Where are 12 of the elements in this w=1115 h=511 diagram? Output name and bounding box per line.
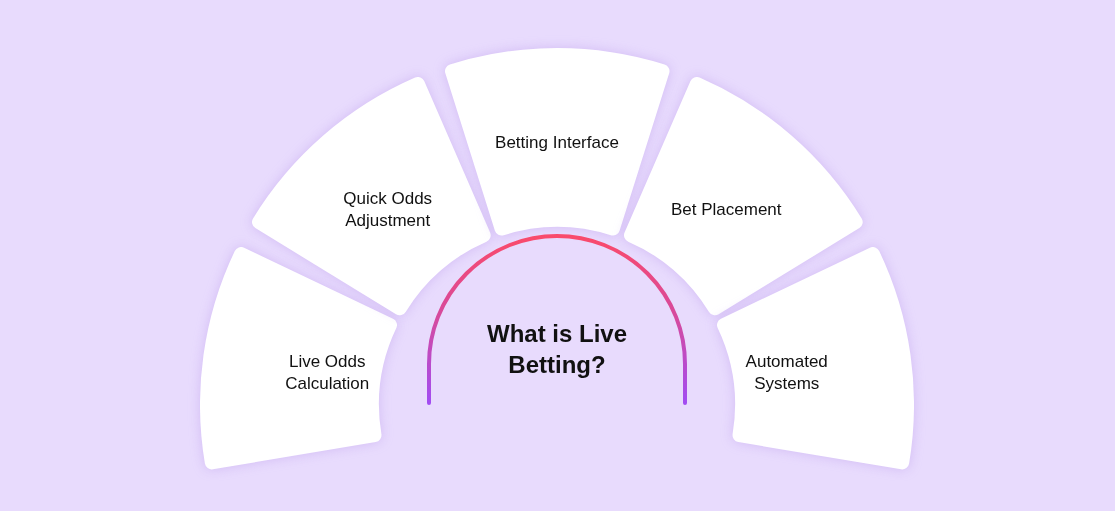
- segment-label: Automated Systems: [744, 350, 829, 395]
- center-title: What is Live Betting?: [486, 319, 628, 380]
- segment-card: [715, 246, 915, 471]
- segment-card: [199, 246, 398, 471]
- segment-label: Betting Interface: [495, 132, 619, 154]
- segment-card: [250, 76, 492, 317]
- center-arc: [425, 232, 689, 406]
- segment-label: Quick Odds Adjustment: [342, 188, 434, 233]
- segment-label: Bet Placement: [670, 199, 782, 222]
- segment-card: [443, 47, 671, 237]
- segment-label: Live Odds Calculation: [284, 350, 371, 395]
- segment-card: [622, 76, 864, 317]
